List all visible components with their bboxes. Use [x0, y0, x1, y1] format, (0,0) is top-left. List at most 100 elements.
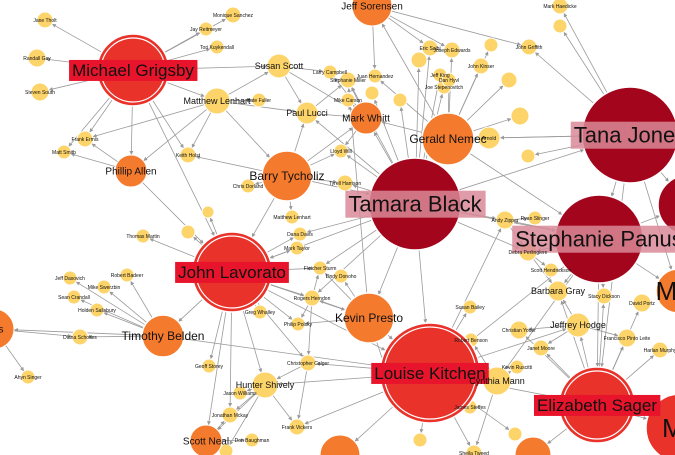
node-juan_hernandez[interactable] [367, 68, 383, 84]
node-susan_bailey[interactable] [462, 299, 478, 315]
node-matthew_lenhart[interactable] [203, 87, 231, 115]
node-frank_ermis[interactable] [76, 130, 94, 148]
node-ld_left[interactable] [0, 309, 15, 349]
node-andy_zipper[interactable] [495, 210, 515, 230]
node-janet_moore[interactable] [532, 339, 550, 357]
node-frank_vickers[interactable] [288, 418, 306, 436]
node-scott_neal[interactable] [189, 424, 223, 455]
node-chris_dorland[interactable] [240, 178, 256, 194]
node-lloyd_will[interactable] [333, 143, 349, 159]
node-barbara_gray[interactable] [547, 280, 569, 302]
node-t4[interactable] [483, 37, 499, 53]
node-diana_scholtes[interactable] [71, 328, 89, 346]
node-tori_kuykendall[interactable] [209, 39, 225, 55]
node-label-text: Holden Salisbury [78, 308, 116, 314]
node-monique_sanchez[interactable] [224, 6, 242, 24]
node-t5[interactable] [500, 71, 518, 89]
node-label-frank_vickers: Frank Vickers [282, 425, 313, 431]
node-barry_tycholiz[interactable] [261, 150, 313, 202]
node-t2[interactable] [364, 85, 380, 101]
node-jay_reitmeyer[interactable] [198, 21, 214, 37]
node-rogers_herndon[interactable] [303, 289, 321, 307]
node-holden_salisbury[interactable] [89, 302, 105, 318]
node-b_low1[interactable] [319, 434, 361, 455]
node-label-john_lavorato: John Lavorato [175, 261, 289, 283]
node-kate_fuller[interactable] [251, 92, 267, 108]
node-label-lindy_donoho: Lindy Donoho [326, 274, 357, 280]
node-steven_south[interactable] [30, 82, 50, 102]
node-kevin_presto[interactable] [343, 292, 395, 344]
node-hunter_shively[interactable] [251, 371, 279, 399]
node-sean_crandall[interactable] [66, 289, 82, 305]
node-dan_hyvl[interactable] [441, 72, 457, 88]
node-philip_polsky[interactable] [290, 316, 306, 332]
node-christian_yoder[interactable] [509, 320, 529, 340]
node-dana_davis[interactable] [292, 226, 308, 242]
node-t9[interactable] [180, 224, 196, 240]
node-larry_campbell[interactable] [322, 64, 338, 80]
node-t6[interactable] [510, 106, 530, 126]
node-joseph_edwards[interactable] [443, 41, 461, 59]
node-label-text: Christopher Calger [287, 361, 329, 367]
node-lindy_donoho[interactable] [333, 268, 349, 284]
node-mark_taylor[interactable] [289, 240, 305, 256]
node-jeff_sorensen[interactable] [351, 0, 393, 27]
node-greg_whalley[interactable] [252, 304, 268, 320]
node-label-david_portz: David Portz [629, 301, 655, 307]
node-t7[interactable] [520, 148, 536, 164]
node-ahyn_singer[interactable] [20, 369, 36, 385]
node-geoff_storey[interactable] [201, 358, 217, 374]
node-thomas_martin[interactable] [135, 228, 151, 244]
node-phillip_allen[interactable] [114, 154, 148, 188]
node-label-holden_salisbury: Holden Salisbury [78, 308, 116, 314]
node-christopher_calger[interactable] [299, 354, 317, 372]
node-kevin_ruscitti[interactable] [509, 359, 525, 375]
node-ryan_slinger[interactable] [527, 210, 543, 226]
node-matt_smith[interactable] [56, 144, 72, 160]
node-john_kinser[interactable] [472, 57, 490, 75]
node-jason_williams[interactable] [232, 385, 248, 401]
node-jonathan_mckay[interactable] [221, 406, 239, 424]
node-label-text: Christian Yoder [502, 328, 536, 334]
node-stephanie_miller[interactable] [339, 71, 357, 89]
node-keith_holst[interactable] [179, 146, 197, 164]
node-t8[interactable] [552, 18, 568, 34]
node-tyrell_harrison[interactable] [336, 174, 354, 192]
node-jane_tholt[interactable] [36, 11, 54, 29]
node-b_low2[interactable] [514, 436, 552, 455]
node-eric_saibi[interactable] [421, 39, 439, 57]
node-don_baughman[interactable] [244, 432, 260, 448]
node-t3[interactable] [410, 51, 428, 69]
node-matthew_lenhart2[interactable] [284, 209, 300, 225]
node-mark_whitt[interactable] [349, 101, 383, 135]
node-timothy_belden[interactable] [141, 314, 185, 358]
node-david_portz[interactable] [632, 293, 652, 313]
node-fletcher_sturm[interactable] [312, 260, 328, 276]
node-susan_scott[interactable] [266, 53, 292, 79]
node-m_right[interactable] [657, 175, 675, 235]
node-sheila_tweed[interactable] [465, 444, 483, 455]
node-jeff_dasovich[interactable] [62, 270, 78, 286]
node-mar_right[interactable] [655, 268, 675, 314]
node-mark_haedicke[interactable] [551, 0, 569, 15]
node-robert_badeer[interactable] [119, 267, 135, 283]
node-jeffrey_hodge[interactable] [565, 312, 591, 338]
node-t13[interactable] [507, 426, 523, 442]
node-harlan_murphy[interactable] [651, 341, 669, 359]
node-mike_carson[interactable] [340, 92, 356, 108]
node-francisco_pinto_leite[interactable] [617, 328, 637, 348]
node-john_griffith[interactable] [520, 38, 538, 56]
node-t12[interactable] [412, 432, 428, 448]
node-mike_swerzbin[interactable] [96, 279, 112, 295]
node-t10[interactable] [201, 205, 215, 219]
node-label-text: Monique Sanchez [213, 13, 254, 19]
node-gerald_arnold[interactable] [477, 126, 501, 150]
node-scott_hendrickson[interactable] [543, 262, 559, 278]
node-t1[interactable] [392, 92, 408, 108]
node-paul_lucci[interactable] [295, 101, 319, 125]
node-randall_gay[interactable] [27, 48, 47, 68]
node-stacy_dickson[interactable] [595, 287, 613, 305]
node-gerald_nemec[interactable] [421, 112, 475, 166]
